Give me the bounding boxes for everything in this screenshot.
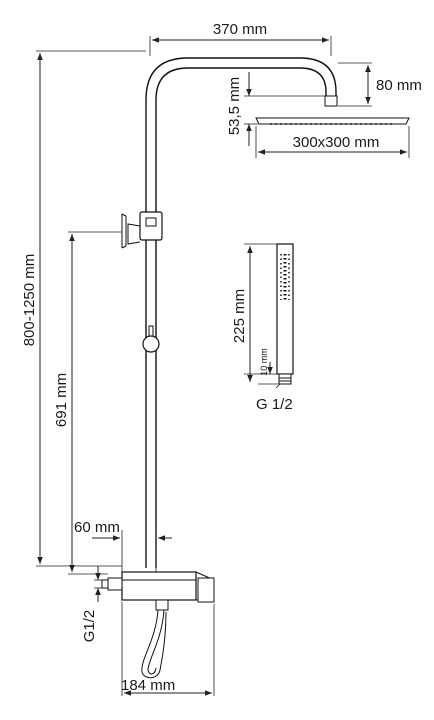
label-inlet-thread: G1/2 — [81, 610, 98, 643]
label-thread-depth: 10 mm — [259, 348, 269, 376]
label-mixer-width: 184 mm — [121, 677, 175, 694]
dim-mixer-width: 184 mm — [121, 602, 215, 696]
label-arm-length: 370 mm — [213, 21, 267, 38]
label-head-size: 300x300 mm — [293, 134, 380, 151]
dim-holder-height: 691 mm — [53, 231, 122, 575]
label-drop: 80 mm — [376, 77, 422, 94]
riser-pipe — [145, 57, 337, 568]
adjustment-knob — [142, 325, 160, 353]
label-head-thickness: 53,5 mm — [226, 77, 243, 135]
dim-inlet-thread: G1/2 — [81, 566, 102, 642]
label-holder-height: 691 mm — [53, 373, 70, 427]
hand-shower — [276, 243, 294, 385]
dim-hand-shower: 225 mm 10 mm G 1/2 — [231, 243, 293, 413]
dim-arm-length: 370 mm — [149, 21, 332, 56]
rain-shower-head — [255, 95, 410, 125]
dim-head-thickness: 53,5 mm — [226, 72, 325, 146]
mixer-body — [101, 571, 215, 611]
dim-inlet-offset: 60 mm — [74, 519, 172, 572]
label-hand-shower-thread: G 1/2 — [256, 396, 293, 413]
label-inlet-offset: 60 mm — [74, 519, 120, 536]
shower-hose — [141, 609, 167, 679]
label-hand-shower-length: 225 mm — [231, 289, 248, 343]
hand-shower-holder — [121, 211, 163, 249]
label-total-height: 800-1250 mm — [21, 254, 38, 347]
dim-drop: 80 mm — [338, 62, 422, 107]
dim-total-height: 800-1250 mm — [21, 50, 146, 567]
dim-head-size: 300x300 mm — [255, 126, 410, 158]
